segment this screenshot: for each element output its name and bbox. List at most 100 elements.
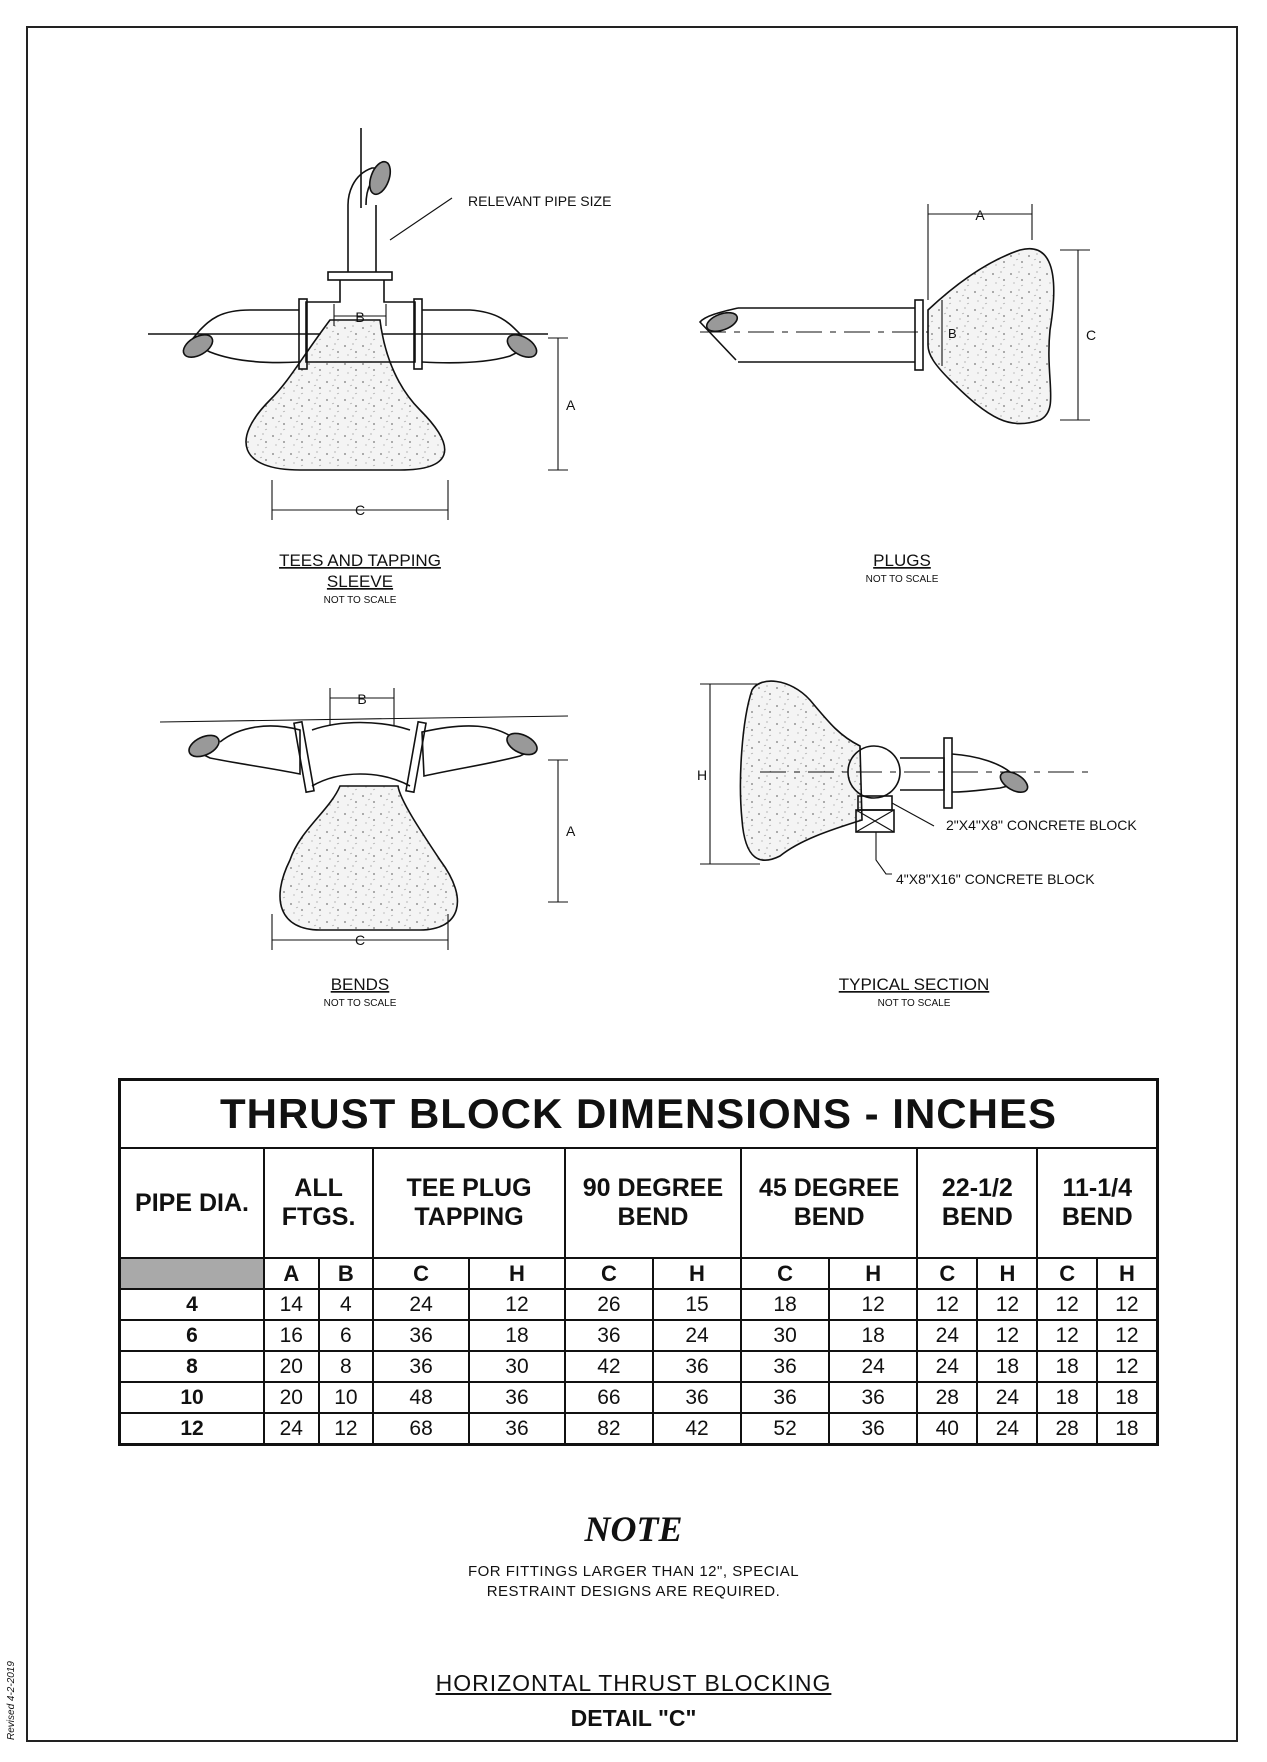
- section-title: TYPICAL SECTION: [839, 975, 990, 994]
- group-header-tee-plug-tapping: TEE PLUG TAPPING: [372, 1147, 566, 1259]
- section-callout1-leader: [891, 802, 935, 827]
- dimension-cell: 12: [1095, 1319, 1159, 1352]
- dimension-cell: 12: [976, 1319, 1039, 1352]
- subheader-cell: H: [1095, 1257, 1159, 1290]
- detail-label: DETAIL "C": [570, 1705, 697, 1731]
- bend-dim-b-label: B: [357, 691, 366, 707]
- dimension-cell: 36: [372, 1350, 471, 1383]
- tee-callout-leader: [389, 197, 453, 241]
- pipe-dia-cell: 4: [118, 1288, 265, 1321]
- tee-left-flange: [298, 298, 308, 370]
- section-flange: [943, 737, 953, 809]
- plug-thrust-block: [927, 247, 1055, 425]
- plug-title: PLUGS: [873, 551, 931, 570]
- dimension-cell: 36: [828, 1412, 919, 1446]
- subheader-cell: H: [651, 1257, 743, 1290]
- plug-dim-c-label: C: [1086, 327, 1096, 343]
- bend-dim-a-label: A: [566, 823, 576, 839]
- bend-thrust-block: [279, 785, 459, 931]
- dimension-cell: 18: [1095, 1381, 1159, 1414]
- dimension-cell: 68: [372, 1412, 471, 1446]
- plug-scale: NOT TO SCALE: [866, 574, 939, 585]
- dimension-cell: 12: [1036, 1288, 1098, 1321]
- group-header-90-degree-bend: 90 DEGREE BEND: [563, 1147, 743, 1259]
- dimension-cell: 24: [651, 1319, 743, 1352]
- pipe-dia-cell: 6: [118, 1319, 265, 1352]
- dimension-cell: 36: [651, 1350, 743, 1383]
- section-callout-2: 4"X8"X16" CONCRETE BLOCK: [896, 871, 1095, 887]
- dimension-cell: 12: [976, 1288, 1039, 1321]
- bends-diagram: [159, 688, 569, 950]
- dimension-cell: 40: [916, 1412, 979, 1446]
- dimension-cell: 42: [563, 1350, 654, 1383]
- dimension-cell: 8: [317, 1350, 375, 1383]
- drawing-border: [26, 26, 1238, 1742]
- dimension-cell: 18: [740, 1288, 831, 1321]
- tee-dim-c-label: C: [355, 502, 365, 518]
- subheader-blank-cell: [118, 1257, 265, 1290]
- pipe-dia-cell: 10: [118, 1381, 265, 1414]
- subheader-cell: H: [976, 1257, 1039, 1290]
- dimension-cell: 14: [263, 1288, 320, 1321]
- bend-right-cut-end: [506, 732, 538, 756]
- dimension-cell: 15: [651, 1288, 743, 1321]
- dimension-cell: 66: [563, 1381, 654, 1414]
- drawing-title: HORIZONTAL THRUST BLOCKING: [435, 1670, 832, 1696]
- dimension-cell: 20: [263, 1381, 320, 1414]
- subheader-cell: C: [1036, 1257, 1098, 1290]
- plug-dim-b-label: B: [948, 326, 957, 341]
- subheader-cell: H: [828, 1257, 919, 1290]
- tee-right-cut-end: [506, 334, 538, 358]
- revision-stamp: Revised 4-2-2019: [6, 1661, 17, 1740]
- tee-dim-b-label: B: [355, 309, 364, 325]
- tee-title-line1: TEES AND TAPPING: [279, 551, 441, 570]
- dimension-cell: 6: [317, 1319, 375, 1352]
- pipe-dia-cell: 8: [118, 1350, 265, 1383]
- dimension-cell: 36: [468, 1412, 566, 1446]
- dimension-cell: 16: [263, 1319, 320, 1352]
- dimension-cell: 36: [468, 1381, 566, 1414]
- section-cut-end: [999, 770, 1029, 794]
- group-header-22-half-bend: 22-1/2 BEND: [916, 1147, 1039, 1259]
- dimension-cell: 4: [317, 1288, 375, 1321]
- section-dim-h-label: H: [697, 767, 707, 783]
- note-text: FOR FITTINGS LARGER THAN 12", SPECIAL RE…: [0, 1562, 1267, 1602]
- dimension-cell: 28: [1036, 1412, 1098, 1446]
- table-subheader-row: A B C H C H C H C H C H: [118, 1257, 1159, 1290]
- dimension-cell: 36: [740, 1350, 831, 1383]
- subheader-cell: C: [916, 1257, 979, 1290]
- plug-flange: [914, 299, 924, 371]
- dimension-cell: 52: [740, 1412, 831, 1446]
- tee-thrust-block: [245, 319, 446, 471]
- dimension-cell: 36: [828, 1381, 919, 1414]
- dimension-cell: 18: [976, 1350, 1039, 1383]
- bend-centerline-left: [159, 715, 569, 723]
- bend-title: BENDS: [331, 975, 390, 994]
- subheader-cell: C: [740, 1257, 831, 1290]
- dimension-cell: 30: [740, 1319, 831, 1352]
- bend-right-flange: [405, 720, 427, 794]
- section-callout-1: 2"X4"X8" CONCRETE BLOCK: [946, 817, 1137, 833]
- tee-branch-flange: [327, 271, 393, 281]
- dimension-cell: 36: [372, 1319, 471, 1352]
- tee-left-cut-end: [182, 334, 214, 358]
- dimension-cell: 10: [317, 1381, 375, 1414]
- tee-callout-label: RELEVANT PIPE SIZE: [468, 193, 611, 209]
- plugs-diagram: [698, 204, 1090, 425]
- tee-title-line2: SLEEVE: [327, 572, 393, 591]
- dimension-cell: 12: [468, 1288, 566, 1321]
- dimension-cell: 24: [263, 1412, 320, 1446]
- dimension-cell: 24: [976, 1412, 1039, 1446]
- dimension-cell: 12: [317, 1412, 375, 1446]
- detail-drawings: RELEVANT PIPE SIZE B A C TEES AND TAPPIN…: [148, 128, 1137, 1009]
- dimension-cell: 12: [1095, 1350, 1159, 1383]
- dimension-cell: 30: [468, 1350, 566, 1383]
- note-line-2: RESTRAINT DESIGNS ARE REQUIRED.: [486, 1583, 781, 1600]
- tees-diagram: [148, 128, 568, 520]
